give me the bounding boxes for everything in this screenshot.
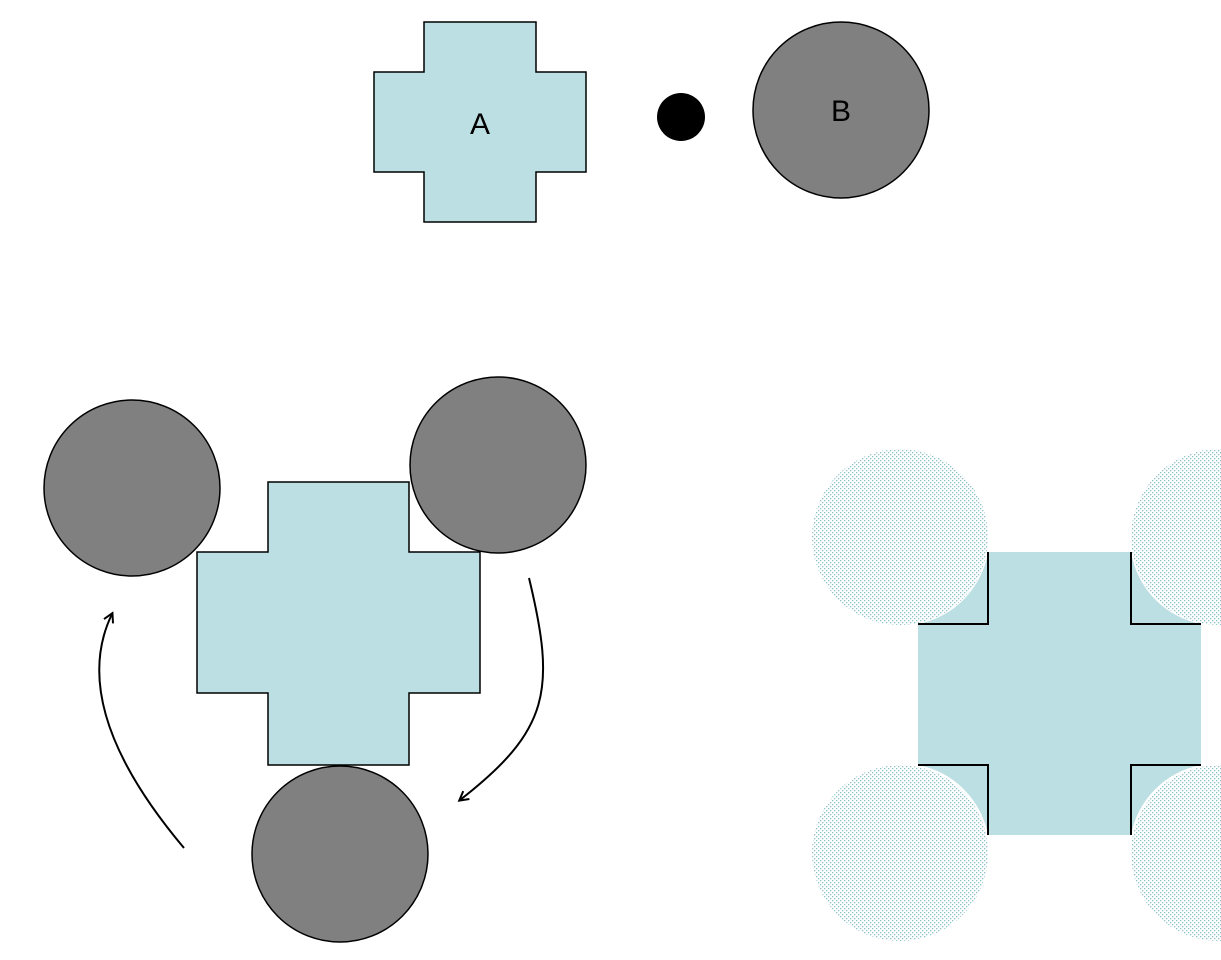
reference-point: [657, 93, 705, 141]
cross-shape-a: [373, 21, 587, 223]
minkowski-result: [812, 449, 1221, 941]
corner-fill-bottom-left: [918, 765, 988, 835]
circle-top-right: [409, 376, 587, 554]
stippled-circle-bottom-right: [1131, 765, 1221, 941]
stippled-circle-top-left: [812, 449, 988, 625]
cross-shape-large: [196, 481, 481, 766]
circle-top-left: [43, 399, 221, 577]
corner-fill-top-right: [1131, 552, 1201, 624]
circle-bottom: [251, 765, 429, 943]
curved-arrow-right: [460, 577, 545, 800]
cross-outline-bottom-left: [918, 764, 989, 835]
corner-fill-top-left: [918, 552, 988, 624]
curved-arrow-left: [98, 614, 185, 849]
cross-outline-top-left: [918, 552, 989, 625]
cross-outline-top-right: [1130, 552, 1201, 625]
cross-outline-bottom-right: [1130, 764, 1201, 835]
stippled-circle-bottom-left: [812, 765, 988, 941]
circle-shape-b: [752, 21, 930, 199]
shape-a-label: A: [470, 108, 490, 141]
stippled-circle-top-right: [1131, 449, 1221, 625]
shape-b-label: B: [831, 95, 851, 128]
sweep-illustration: [43, 376, 587, 943]
corner-fill-bottom-right: [1131, 765, 1201, 835]
top-row: A B: [373, 21, 930, 223]
